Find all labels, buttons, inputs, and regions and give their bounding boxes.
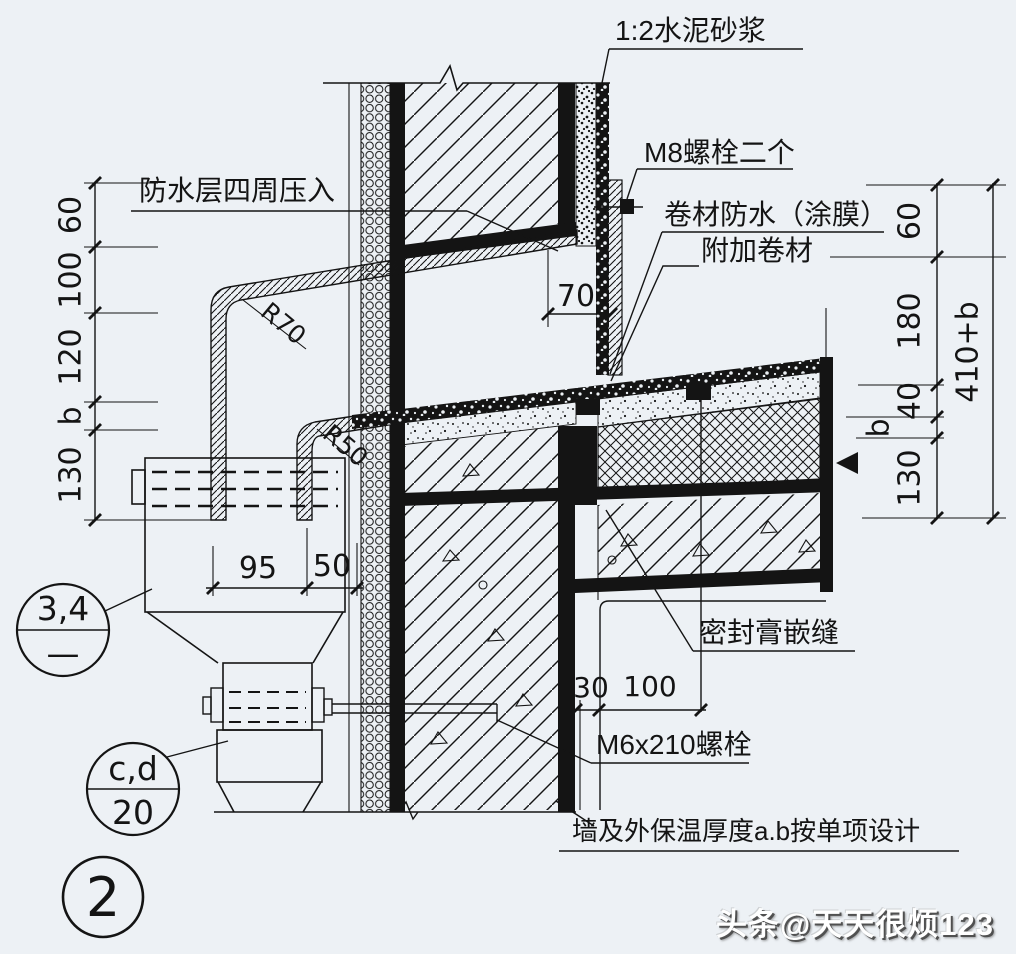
membrane-waterproofing-text: 卷材防水（涂膜） — [664, 199, 888, 230]
detail-ref-2: c,d 20 — [85, 740, 229, 837]
cement-mortar-text: 1:2水泥砂浆 — [615, 15, 766, 46]
m8-bolt-nut — [620, 199, 634, 214]
label-sealant: 密封膏嵌缝 — [605, 509, 855, 652]
dim-right-40: 40 — [893, 382, 928, 420]
label-cement-mortar: 1:2水泥砂浆 — [601, 15, 803, 84]
detail-ref-1-bottom: — — [47, 634, 80, 673]
funnel-right — [312, 611, 344, 664]
label-wall-insulation-note: 墙及外保温厚度a.b按单项设计 — [555, 800, 959, 852]
dim-left-100: 100 — [54, 251, 89, 308]
dim-left-130: 130 — [54, 446, 89, 503]
watermark: 头条@天天很烦123 — [716, 907, 994, 942]
dim-right-130: 130 — [893, 449, 928, 506]
detail-ref-1: 3,4 — — [15, 582, 153, 678]
detail-ref-2-top: c,d — [108, 749, 158, 788]
scupper-drain — [131, 457, 498, 813]
membrane-batten-2 — [686, 384, 711, 400]
dim-95: 95 — [239, 551, 277, 586]
slab-bottom-band — [575, 568, 830, 593]
interior-ceiling-corner — [579, 505, 826, 810]
label-additional-membrane: 附加卷材 — [610, 235, 813, 382]
break-line-top — [323, 63, 610, 92]
waterproof-pressed-text: 防水层四周压入 — [139, 175, 335, 206]
flashing-batten-bar — [594, 179, 643, 376]
wall-exterior-insulation — [348, 83, 391, 812]
curb-concrete — [405, 426, 558, 493]
section-arrow — [836, 452, 858, 474]
coping-flashing-r70 — [210, 229, 578, 521]
dim-joint: 30 100 — [569, 670, 708, 717]
dim-70: 70 — [557, 279, 595, 314]
m6-bolt-text: M6x210螺栓 — [596, 729, 752, 760]
sealant-joint-fill — [575, 426, 597, 505]
additional-membrane-text: 附加卷材 — [701, 235, 813, 266]
wall-left-edge — [390, 83, 405, 812]
drain-lower-box — [216, 729, 323, 783]
roof-fascia-edge — [820, 357, 833, 592]
reference-bubbles: 3,4 — c,d 20 2 — [15, 582, 229, 939]
label-m8-bolts: M8螺栓二个 — [626, 137, 795, 200]
roof-assembly — [352, 308, 858, 593]
dim-right-60: 60 — [893, 202, 928, 240]
concrete-aggregate-symbols — [430, 463, 817, 745]
sheet-number-text: 2 — [86, 866, 120, 929]
label-waterproof-pressed: 防水层四周压入 — [131, 175, 559, 252]
right-dimension-chain: 60 180 40 b 130 410+b — [830, 178, 1006, 525]
left-dimension-chain: 60 100 120 b 130 — [54, 176, 213, 527]
dim-right-180: 180 — [893, 292, 928, 349]
dim-100: 100 — [623, 670, 676, 703]
cement-mortar-strip — [575, 82, 597, 247]
wall-insulation-note-text: 墙及外保温厚度a.b按单项设计 — [572, 816, 920, 846]
dim-scupper: 95 50 — [206, 528, 364, 596]
break-mark-bottom — [398, 800, 419, 821]
scupper-stub — [131, 469, 146, 505]
sheet-number-bubble: 2 — [61, 855, 145, 939]
sealant-text: 密封膏嵌缝 — [699, 617, 839, 648]
membrane-upstand — [596, 83, 609, 375]
detail-ref-1-top: 3,4 — [37, 589, 89, 628]
funnel-left — [146, 611, 219, 664]
annotations: 1:2水泥砂浆 M8螺栓二个 卷材防水（涂膜） 附加卷材 防水层四周压入 密封膏… — [131, 15, 959, 852]
detail-ref-2-bottom: 20 — [112, 793, 154, 832]
dimensions: 60 100 120 b 130 60 180 40 — [54, 176, 1006, 717]
membrane-batten-1 — [576, 399, 600, 415]
dim-parapet-gap: 70 — [541, 250, 618, 327]
dim-30: 30 — [573, 671, 609, 704]
roof-slab-concrete — [598, 493, 820, 579]
m8-bolts-text: M8螺栓二个 — [644, 137, 795, 168]
dim-left-60: 60 — [54, 196, 89, 234]
dim-50: 50 — [313, 549, 351, 584]
upper-parapet-wall — [323, 63, 610, 375]
screed-left — [400, 401, 577, 446]
label-m6-bolt: M6x210螺栓 — [496, 719, 752, 764]
dim-left-120: 120 — [54, 328, 89, 385]
dim-right-overall: 410+b — [951, 301, 986, 402]
label-membrane-waterproofing: 卷材防水（涂膜） — [609, 199, 888, 375]
dim-right-b: b — [862, 418, 897, 437]
roof-membrane-gravel — [352, 357, 833, 429]
dim-left-b: b — [54, 406, 89, 425]
scupper-body — [144, 457, 346, 613]
